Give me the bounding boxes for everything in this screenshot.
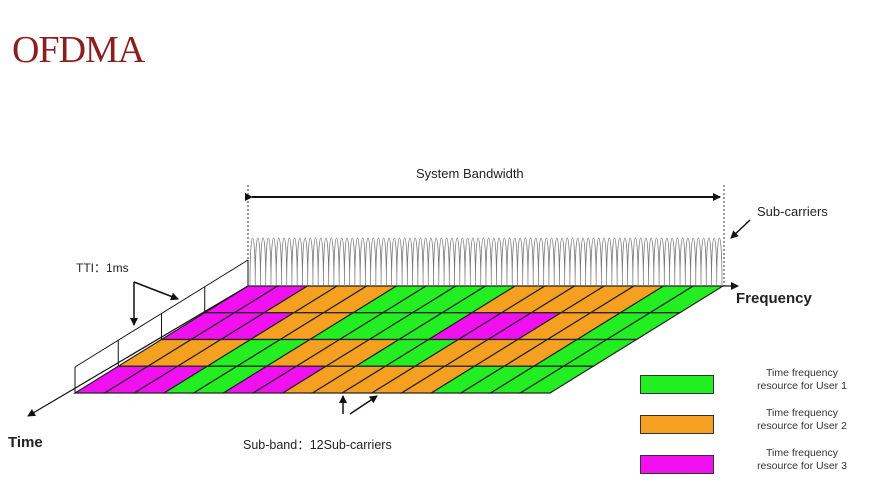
system-bandwidth-label: System Bandwidth xyxy=(416,166,524,181)
tti-frame-lines xyxy=(74,259,249,393)
legend-line2: resource for User 3 xyxy=(757,460,847,472)
sub-band-label: Sub-band：12Sub-carriers xyxy=(243,438,392,452)
legend-line2: resource for User 2 xyxy=(757,420,847,432)
resource-grid xyxy=(72,285,726,394)
slide-title: OFDMA xyxy=(12,29,145,71)
legend-swatch-user-1 xyxy=(640,375,714,394)
legend-swatch-user-3 xyxy=(640,455,714,474)
legend-swatch-user-2 xyxy=(640,415,714,434)
tti-pointer-right xyxy=(133,281,179,301)
sub-carrier-waveforms xyxy=(249,237,723,287)
legend-line2: resource for User 1 xyxy=(757,380,847,392)
time-axis xyxy=(27,285,249,417)
resource-block-user-1 xyxy=(518,365,596,394)
sub-carriers-label: Sub-carriers xyxy=(757,204,828,219)
legend-line1: Time frequency xyxy=(766,367,838,379)
tti-label: TTI：1ms xyxy=(76,261,129,275)
legend-line1: Time frequency xyxy=(766,407,838,419)
time-axis-label: Time xyxy=(8,434,43,451)
sub-band-pointer-diag xyxy=(349,395,378,415)
sub-carriers-pointer xyxy=(730,219,751,239)
frequency-axis-label: Frequency xyxy=(736,290,812,307)
tti-panel xyxy=(74,259,249,393)
legend-line1: Time frequency xyxy=(766,447,838,459)
